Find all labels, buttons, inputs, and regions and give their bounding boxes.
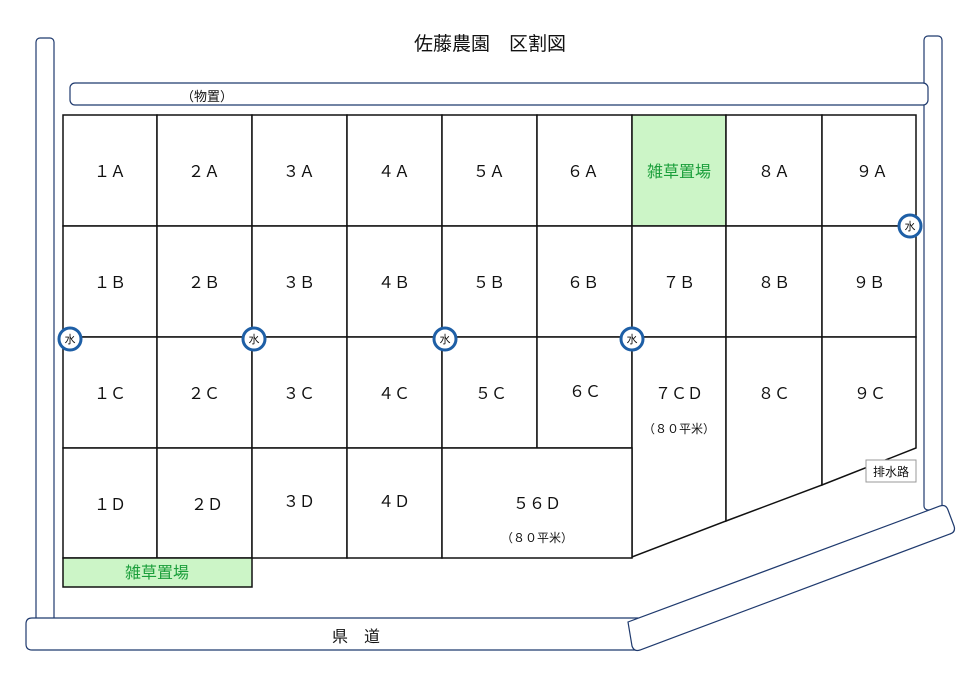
plot-3c[interactable]: [251, 336, 348, 449]
storage-strip: [69, 82, 929, 106]
plot-3b[interactable]: [251, 225, 348, 338]
right-path: [923, 35, 943, 511]
weed-label-top: 雑草置場: [647, 162, 711, 181]
plot-label-4c: ４Ｃ: [378, 384, 410, 403]
plot-label-4d: ４Ｄ: [378, 492, 410, 511]
plot-label-8c: ８Ｃ: [758, 384, 790, 403]
plot-9a[interactable]: [821, 114, 917, 227]
plot-label-1c: １Ｃ: [94, 384, 126, 403]
plot-label-9a: ９Ａ: [856, 162, 888, 181]
plot-label-2d: ２Ｄ: [191, 495, 223, 514]
drain-label: 排水路: [873, 464, 909, 479]
plot-label-1b: １Ｂ: [94, 273, 126, 292]
plot-5c[interactable]: [441, 336, 538, 449]
plot-label-9c: ９Ｃ: [854, 384, 886, 403]
plot-label-4b: ４Ｂ: [378, 273, 410, 292]
water-tap-5[interactable]: 水: [897, 213, 923, 239]
weed-label-bottom: 雑草置場: [125, 563, 189, 582]
plot-label-8a: ８Ａ: [758, 162, 790, 181]
plot-7cd[interactable]: [631, 336, 727, 559]
weed-area-bottom[interactable]: [62, 557, 253, 588]
plot-4d[interactable]: [346, 447, 443, 559]
plot-label-6a: ６Ａ: [567, 162, 599, 181]
plot-label-1d: １Ｄ: [94, 495, 126, 514]
plot-3a[interactable]: [251, 114, 348, 227]
left-path: [35, 37, 55, 623]
water-icon-label: 水: [65, 333, 76, 346]
water-tap-3[interactable]: 水: [432, 326, 458, 352]
road-label: 県 道: [332, 627, 380, 646]
plot-label-6b: ６Ｂ: [567, 273, 599, 292]
diagonal-road: [627, 504, 956, 652]
water-icon-label: 水: [249, 333, 260, 346]
plot-label-7b: ７Ｂ: [663, 273, 695, 292]
plot-4b[interactable]: [346, 225, 443, 338]
water-icon-label: 水: [627, 333, 638, 346]
drain-box: [865, 459, 917, 483]
water-icon-label: 水: [905, 220, 916, 233]
plot-label-3a: ３Ａ: [283, 162, 315, 181]
plot-label-6c: ６Ｃ: [569, 382, 601, 401]
plot-2b[interactable]: [156, 225, 253, 338]
plot-label-2b: ２Ｂ: [188, 273, 220, 292]
plot-8c[interactable]: [725, 336, 823, 523]
plot-label-3b: ３Ｂ: [283, 273, 315, 292]
plot-3d[interactable]: [251, 447, 348, 559]
plot-2a[interactable]: [156, 114, 253, 227]
plot-label-56d: ５６Ｄ: [513, 494, 561, 513]
plot-label-5c: ５Ｃ: [475, 384, 507, 403]
area-note-56d: （８０平米）: [501, 531, 573, 545]
water-tap-4[interactable]: 水: [619, 326, 645, 352]
storage-label: （物置）: [181, 90, 233, 105]
plot-56d[interactable]: [441, 447, 633, 559]
area-note-7cd: （８０平米）: [643, 422, 715, 436]
map-title: 佐藤農園 区割図: [414, 33, 566, 55]
prefectural-road: [25, 617, 639, 651]
plot-1c[interactable]: [62, 336, 158, 449]
plot-label-9b: ９Ｂ: [853, 273, 885, 292]
plot-1b[interactable]: [62, 225, 158, 338]
plot-label-8b: ８Ｂ: [758, 273, 790, 292]
plot-9c[interactable]: [821, 336, 917, 487]
plot-label-7cd: ７ＣＤ: [655, 384, 703, 403]
water-tap-1[interactable]: 水: [57, 326, 83, 352]
plot-4a[interactable]: [346, 114, 443, 227]
plot-8b[interactable]: [725, 225, 823, 338]
plot-label-5a: ５Ａ: [473, 162, 505, 181]
plot-label-2a: ２Ａ: [188, 162, 220, 181]
plot-1d[interactable]: [62, 447, 158, 559]
plot-5a[interactable]: [441, 114, 538, 227]
plot-label-2c: ２Ｃ: [188, 384, 220, 403]
plot-label-3d: ３Ｄ: [283, 492, 315, 511]
water-icon-label: 水: [440, 333, 451, 346]
plot-label-5b: ５Ｂ: [473, 273, 505, 292]
plot-8a[interactable]: [725, 114, 823, 227]
water-tap-2[interactable]: 水: [241, 326, 267, 352]
plot-label-4a: ４Ａ: [378, 162, 410, 181]
plot-9b[interactable]: [821, 225, 917, 338]
plot-label-3c: ３Ｃ: [283, 384, 315, 403]
plot-label-1a: １Ａ: [94, 162, 126, 181]
plot-2d[interactable]: [156, 447, 253, 559]
